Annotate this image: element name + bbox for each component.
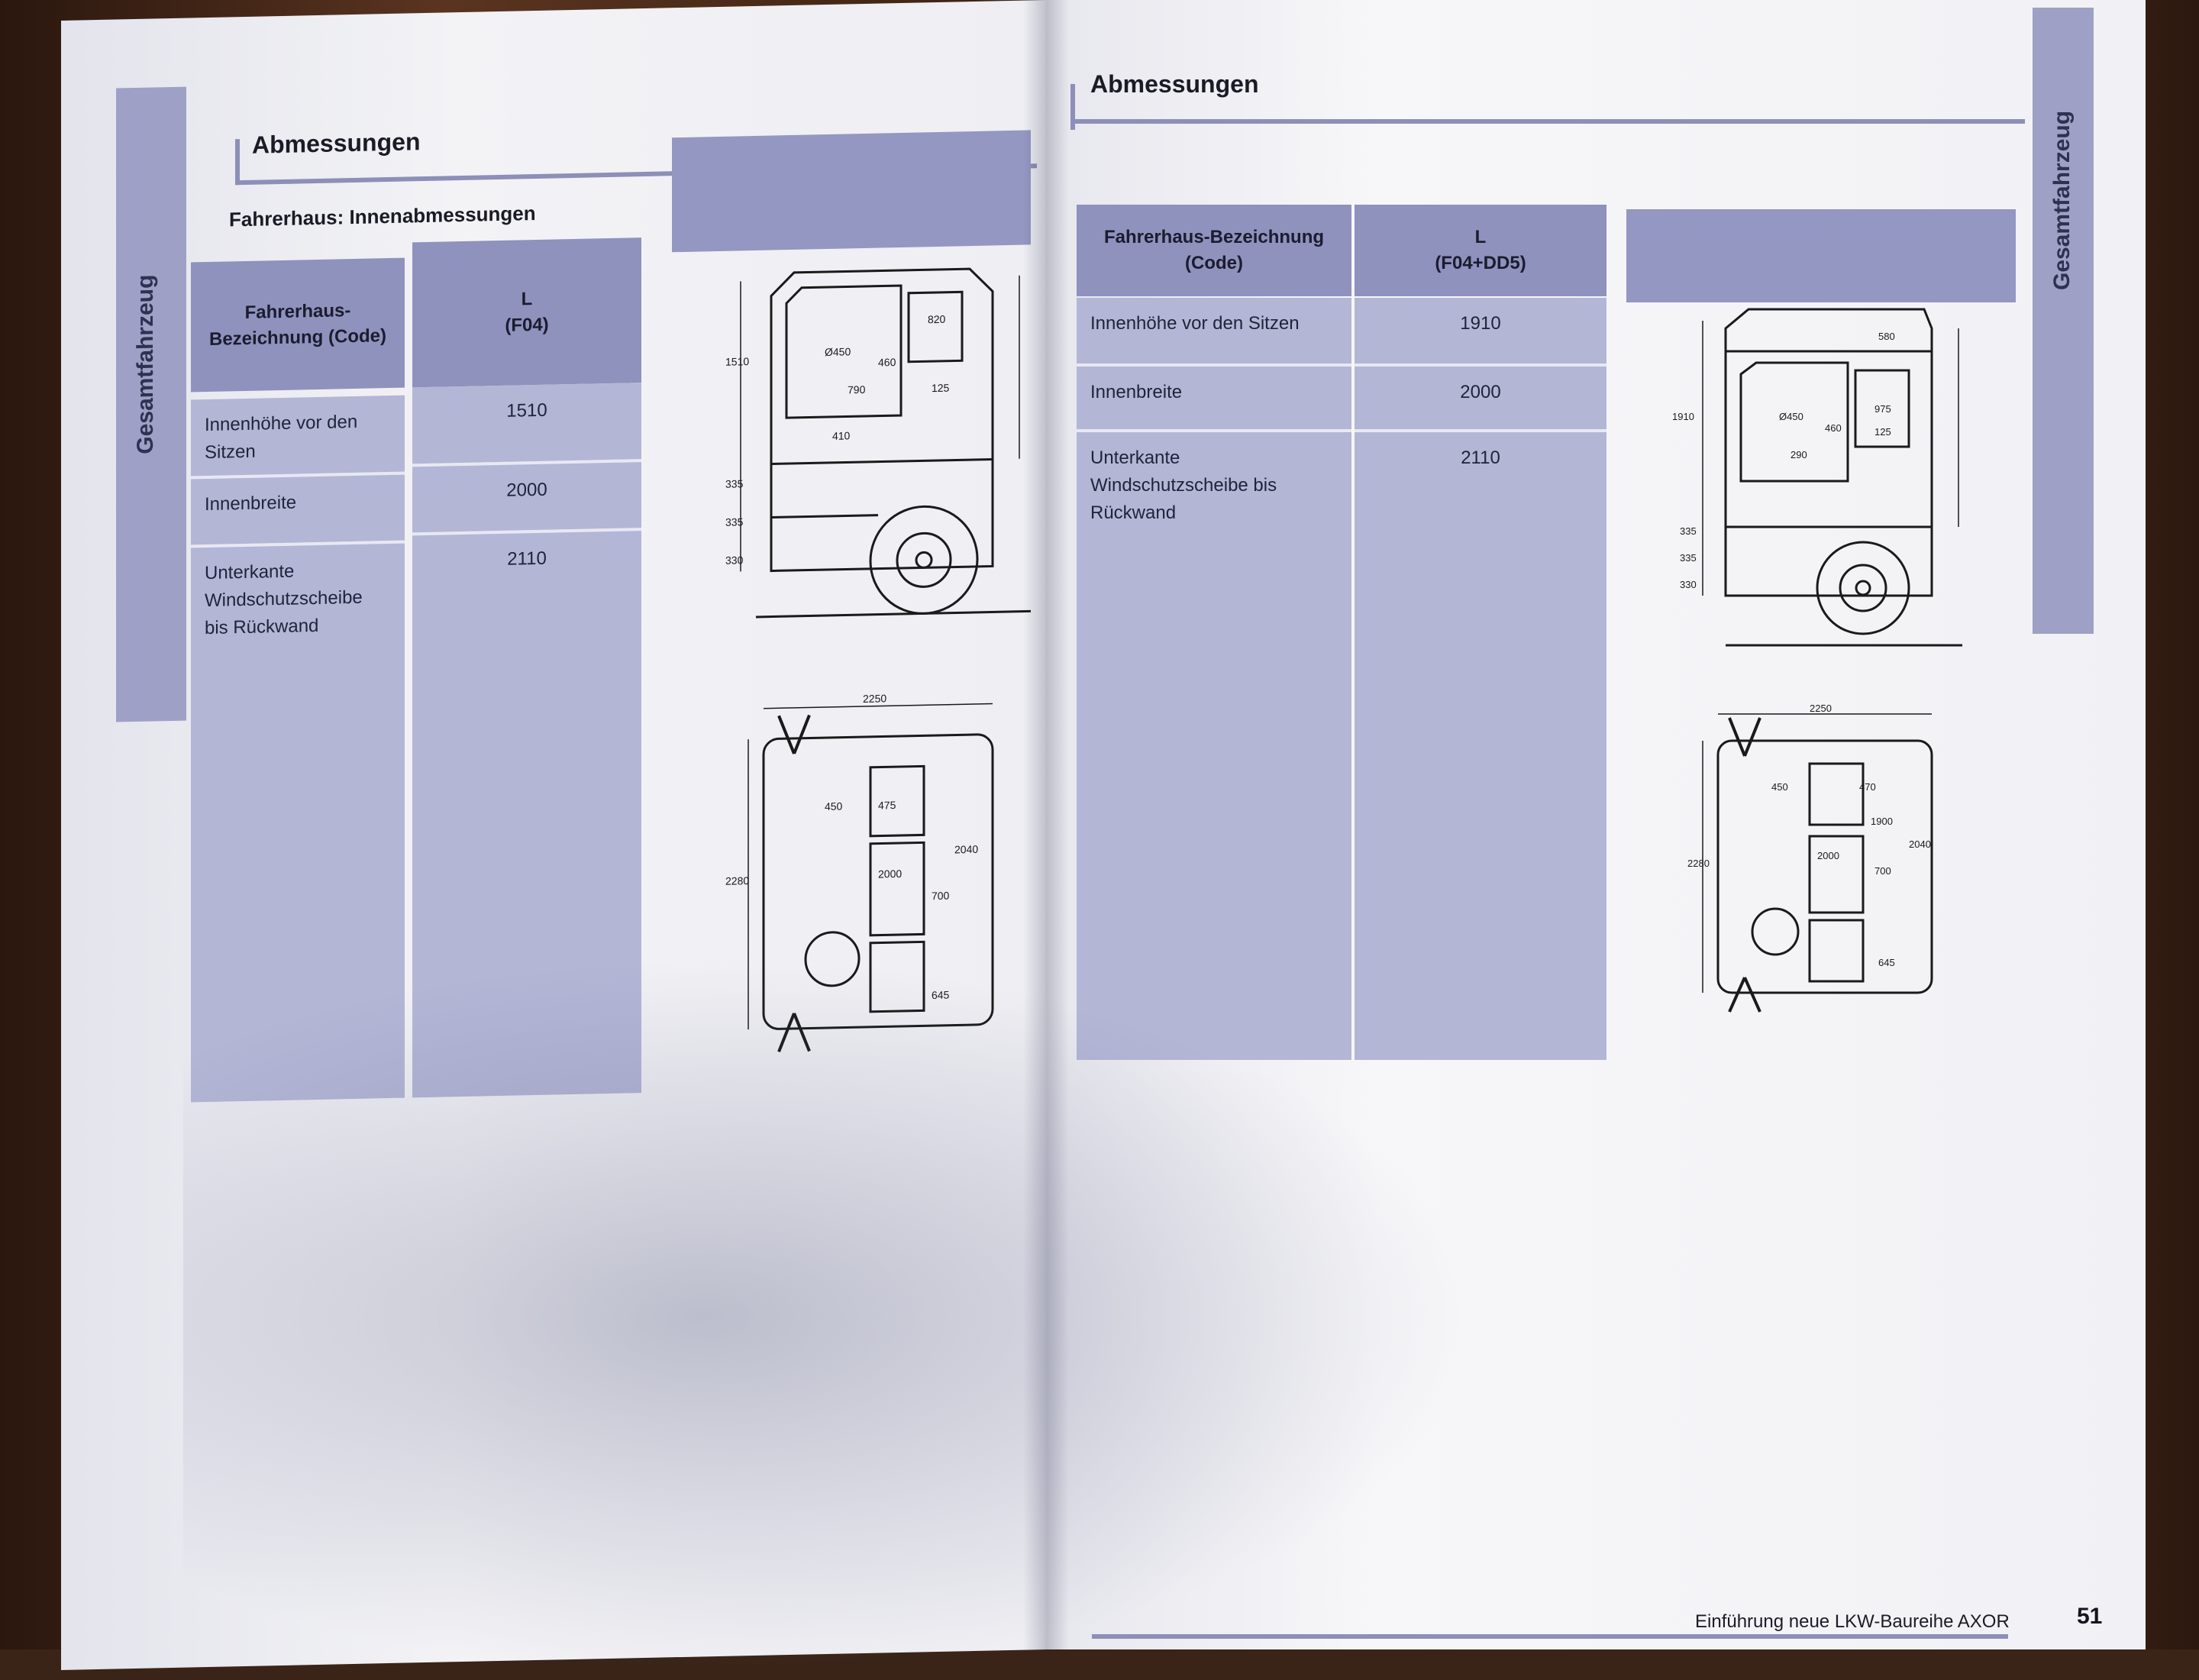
left-title-bracket xyxy=(235,139,240,186)
right-row-label: Unterkante Windschutzscheibe bis Rückwan… xyxy=(1077,429,1351,1060)
right-side-dim: Ø450 xyxy=(1779,411,1803,422)
right-row-label: Innenhöhe vor den Sitzen xyxy=(1077,298,1351,363)
left-cab-top-view: 2250 450 475 2040 2000 700 2280 645 xyxy=(725,687,1046,1076)
right-side-dim: 975 xyxy=(1874,403,1891,415)
left-header-value-line1: L xyxy=(521,289,533,310)
left-row-label: Innenbreite xyxy=(191,471,405,545)
left-top-dim: 2040 xyxy=(954,843,978,856)
open-booklet: Gesamtfahrzeug Abmessungen Fahrerhaus: I… xyxy=(31,0,2168,1680)
right-side-dim: 125 xyxy=(1874,426,1891,438)
left-page-title: Abmessungen xyxy=(252,128,421,159)
left-top-dim: 2280 xyxy=(725,874,749,887)
left-side-dim: 125 xyxy=(932,382,950,394)
left-side-dim: 820 xyxy=(928,313,946,325)
right-header-label-text: Fahrerhaus-Bezeichnung (Code) xyxy=(1103,227,1325,273)
left-spec-table: Fahrerhaus-Bezeichnung (Code) Innenhöhe … xyxy=(191,237,641,1103)
right-side-dim: 460 xyxy=(1825,422,1842,434)
left-top-dim: 645 xyxy=(932,989,950,1001)
right-drawing-header xyxy=(1626,209,2016,302)
right-header-label: Fahrerhaus-Bezeichnung (Code) xyxy=(1077,205,1351,296)
right-row-value: 2000 xyxy=(1355,363,1606,429)
right-header-value-line1: L xyxy=(1474,227,1487,248)
right-side-dim: 335 xyxy=(1680,525,1697,537)
left-page: Gesamtfahrzeug Abmessungen Fahrerhaus: I… xyxy=(61,0,1046,1671)
left-cab-side-drawing: 1510 820 Ø450 460 790 410 125 335 335 33… xyxy=(725,267,1031,619)
right-value-column: L (F04+DD5) 1910 2000 2110 xyxy=(1355,205,1606,1060)
left-side-dim: 335 xyxy=(725,515,744,528)
left-page-subtitle: Fahrerhaus: Innenabmessungen xyxy=(229,201,536,231)
left-top-dim: 2250 xyxy=(863,692,886,705)
right-row-label: Innenbreite xyxy=(1077,363,1351,429)
left-cab-side-view: 1510 820 Ø450 460 790 410 125 335 335 33… xyxy=(725,260,1046,633)
left-side-dim: 790 xyxy=(848,383,866,396)
right-row-value: 2110 xyxy=(1355,429,1606,1060)
right-title-rule xyxy=(1070,119,2025,124)
left-header-label: Fahrerhaus-Bezeichnung (Code) xyxy=(191,257,405,393)
left-label-column: Fahrerhaus-Bezeichnung (Code) Innenhöhe … xyxy=(191,243,405,1103)
right-side-dim: 580 xyxy=(1878,331,1895,342)
right-top-dim: 1900 xyxy=(1871,816,1893,827)
right-top-dim: 645 xyxy=(1878,957,1895,968)
right-top-dim: 2040 xyxy=(1909,838,1931,850)
right-row-value: 1910 xyxy=(1355,298,1606,363)
left-row-value: 1510 xyxy=(412,383,641,464)
left-side-tab-label: Gesamtfahrzeug xyxy=(133,274,158,455)
right-cab-side-view: 1910 580 Ø450 460 975 290 125 335 335 33… xyxy=(1672,305,1993,657)
right-cab-side-drawing: 1910 580 Ø450 460 975 290 125 335 335 33… xyxy=(1672,308,1962,647)
left-side-dim: 330 xyxy=(725,554,744,566)
book-gutter xyxy=(1023,0,1069,1649)
left-top-dim: 450 xyxy=(825,800,843,813)
left-header-label-text: Fahrerhaus-Bezeichnung (Code) xyxy=(209,300,386,350)
left-side-dim: Ø450 xyxy=(825,345,851,358)
footer-rule xyxy=(1092,1634,2008,1639)
left-row-value: 2000 xyxy=(412,459,641,533)
right-side-dim: 290 xyxy=(1791,449,1807,460)
right-top-dim: 2000 xyxy=(1817,850,1839,861)
left-side-tab: Gesamtfahrzeug xyxy=(116,86,186,722)
left-value-column: L (F04) 1510 2000 2110 xyxy=(412,237,641,1098)
left-side-dim: 460 xyxy=(878,356,896,368)
right-side-dim: 1910 xyxy=(1672,411,1694,422)
right-cab-top-drawing: 2250 450 470 1900 2040 2000 700 2280 645 xyxy=(1687,703,1933,1013)
page-number: 51 xyxy=(2077,1604,2103,1629)
right-top-dim: 450 xyxy=(1771,781,1788,793)
right-spec-table: Fahrerhaus-Bezeichnung (Code) Innenhöhe … xyxy=(1077,205,1626,1060)
right-side-dim: 330 xyxy=(1680,579,1697,590)
left-header-value: L (F04) xyxy=(412,237,641,388)
left-header-value-line2: (F04) xyxy=(505,314,549,336)
left-row-label: Unterkante Windschutzscheibe bis Rückwan… xyxy=(191,540,405,1103)
left-side-dim: 335 xyxy=(725,477,744,489)
right-title-bracket xyxy=(1070,84,1075,130)
right-page: Abmessungen Fahrerhaus-Bezeichnung (Code… xyxy=(1046,0,2146,1649)
left-top-dim: 2000 xyxy=(878,867,902,880)
left-side-dim: 410 xyxy=(832,429,851,441)
left-row-label: Innenhöhe vor den Sitzen xyxy=(191,395,405,477)
right-side-tab: Gesamtfahrzeug xyxy=(2033,8,2094,634)
left-top-dim: 700 xyxy=(932,890,950,902)
right-top-dim: 470 xyxy=(1859,781,1876,793)
right-top-dim: 2250 xyxy=(1810,703,1832,714)
right-side-tab-label: Gesamtfahrzeug xyxy=(2049,110,2075,290)
right-top-dim: 700 xyxy=(1874,865,1891,877)
right-header-value: L (F04+DD5) xyxy=(1355,205,1606,296)
footer-title: Einführung neue LKW-Baureihe AXOR xyxy=(1695,1611,2010,1632)
left-drawing-header xyxy=(672,130,1031,253)
left-side-dim: 1510 xyxy=(725,355,749,368)
left-top-dim: 475 xyxy=(878,799,896,811)
right-side-dim: 335 xyxy=(1680,552,1697,564)
right-cab-top-view: 2250 450 470 1900 2040 2000 700 2280 645 xyxy=(1687,703,1978,1023)
right-header-value-line2: (F04+DD5) xyxy=(1435,253,1526,273)
left-row-value: 2110 xyxy=(412,528,641,1098)
left-cab-top-drawing: 2250 450 475 2040 2000 700 2280 645 xyxy=(725,692,994,1053)
right-label-column: Fahrerhaus-Bezeichnung (Code) Innenhöhe … xyxy=(1077,205,1351,1060)
right-top-dim: 2280 xyxy=(1687,858,1710,869)
right-page-title: Abmessungen xyxy=(1090,70,1259,98)
